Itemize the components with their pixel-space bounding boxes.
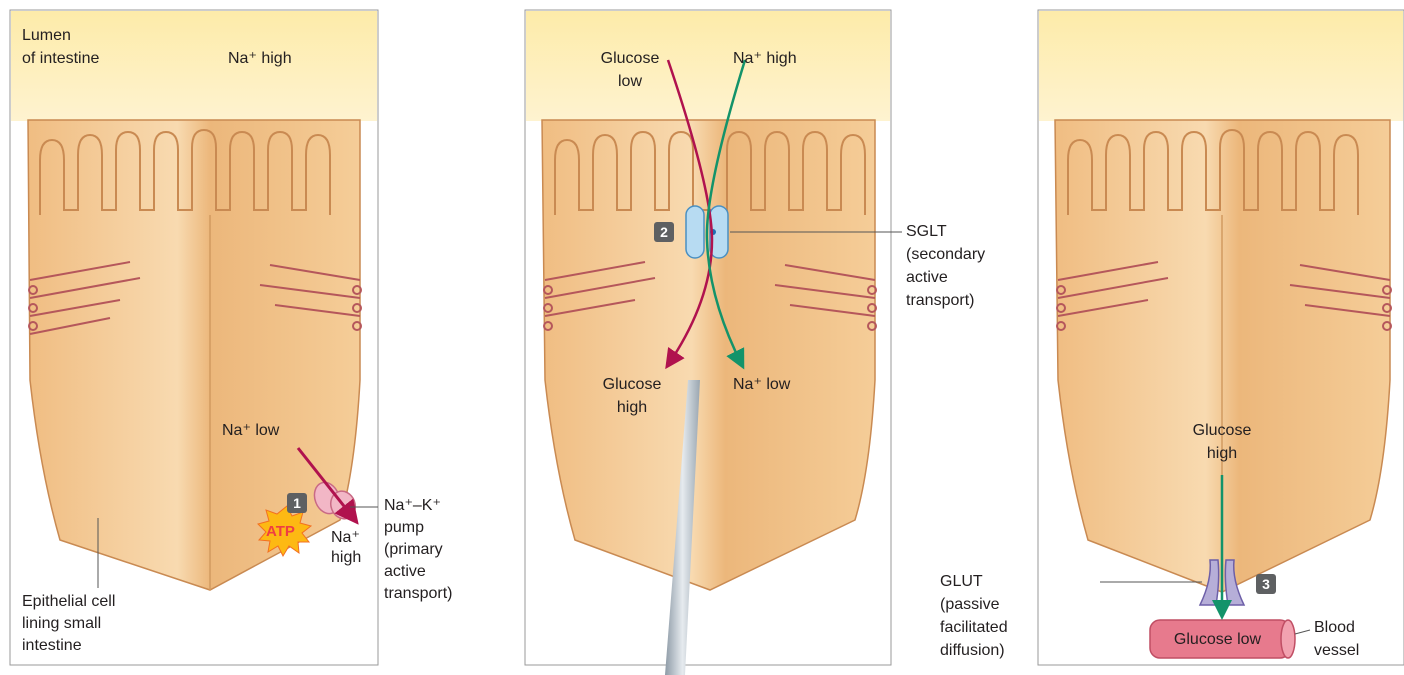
glucose-high-label-3-line2: high <box>1177 444 1267 464</box>
step-2-badge: 2 <box>654 222 674 242</box>
step-1-badge: 1 <box>287 493 307 513</box>
blood-vessel-label-line1: Blood <box>1314 618 1355 638</box>
lumen-label-line2: of intestine <box>22 49 99 69</box>
lumen-label-line1: Lumen <box>22 26 71 46</box>
lumen-area-3 <box>1039 11 1403 121</box>
glut-label-line3: facilitated <box>940 618 1008 638</box>
pump-label-line5: transport) <box>384 584 452 604</box>
glucose-low-line2: low <box>590 72 670 92</box>
na-high-inside-line1: Na⁺ <box>331 528 360 548</box>
glut-label-line4: diffusion) <box>940 641 1005 661</box>
na-high-label-2: Na⁺ high <box>733 49 797 69</box>
na-low-label: Na⁺ low <box>222 421 279 441</box>
na-high-inside-line2: high <box>331 548 361 568</box>
glucose-high-line2: high <box>592 398 672 418</box>
sglt-label-line4: transport) <box>906 291 974 311</box>
epithelial-label-line2: lining small <box>22 614 101 634</box>
step-3-badge: 3 <box>1256 574 1276 594</box>
pump-label-line1: Na⁺–K⁺ <box>384 496 441 516</box>
sglt-label-line1: SGLT <box>906 222 947 242</box>
na-high-label: Na⁺ high <box>228 49 292 69</box>
na-low-label-2: Na⁺ low <box>733 375 790 395</box>
pump-label-line3: (primary <box>384 540 443 560</box>
lumen-area-2 <box>526 11 890 121</box>
blood-vessel-label-line2: vessel <box>1314 641 1359 661</box>
panel-2 <box>525 10 902 675</box>
glucose-low-label-3: Glucose low <box>1150 630 1285 650</box>
atp-label: ATP <box>266 522 295 542</box>
glucose-low-line1: Glucose <box>590 49 670 69</box>
panel-3 <box>1038 10 1404 665</box>
pump-label-line2: pump <box>384 518 424 538</box>
glucose-high-line1: Glucose <box>592 375 672 395</box>
pump-label-line4: active <box>384 562 426 582</box>
glucose-high-label-3-line1: Glucose <box>1177 421 1267 441</box>
glut-label-line2: (passive <box>940 595 1000 615</box>
epithelial-label-line1: Epithelial cell <box>22 592 115 612</box>
sglt-label-line2: (secondary <box>906 245 985 265</box>
epithelial-cell-2 <box>542 120 875 590</box>
glut-label-line1: GLUT <box>940 572 983 592</box>
panel-1 <box>10 10 378 665</box>
sglt-label-line3: active <box>906 268 948 288</box>
epithelial-label-line3: intestine <box>22 636 82 656</box>
